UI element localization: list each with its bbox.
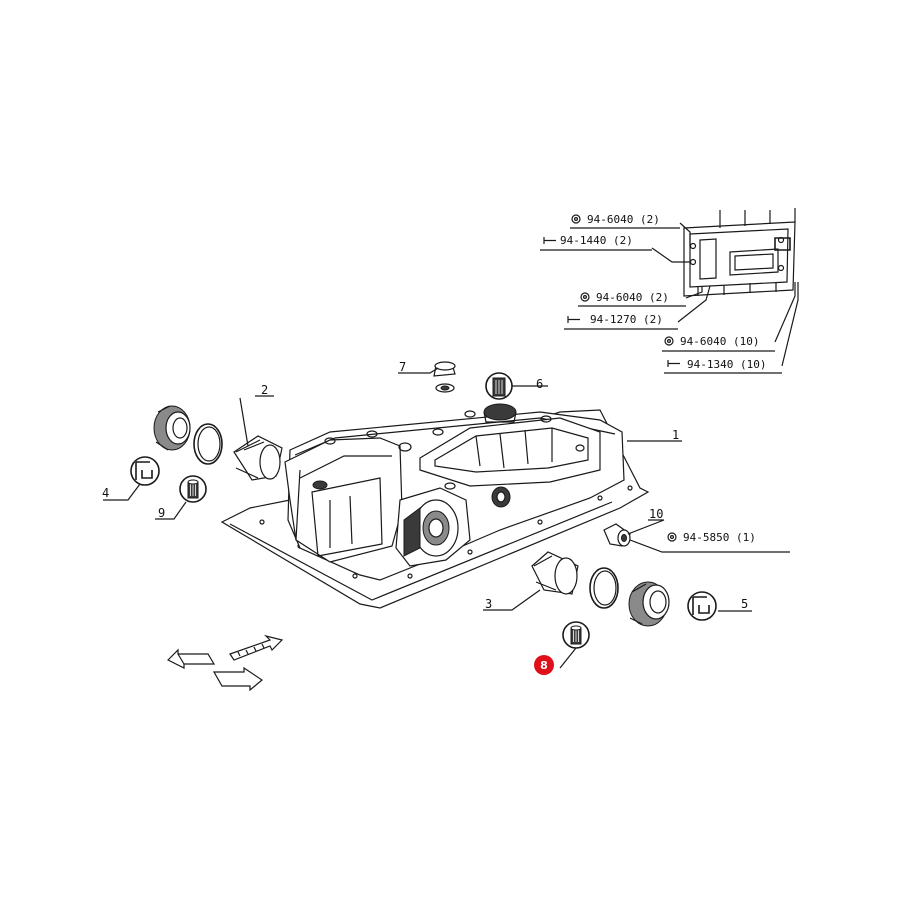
callout-9[interactable]: 9 bbox=[158, 506, 165, 520]
callout-1[interactable]: 1 bbox=[672, 428, 679, 442]
part-4-seal bbox=[153, 405, 191, 451]
o-ring-right bbox=[589, 567, 619, 609]
seal-kit-icon bbox=[135, 461, 153, 480]
grease-symbol-8 bbox=[562, 621, 590, 649]
ref-washer-c: 94-6040 (10) bbox=[664, 335, 759, 348]
ref-text: 94-5850 (1) bbox=[683, 531, 756, 544]
callout-3[interactable]: 3 bbox=[485, 597, 492, 611]
part-5-seal bbox=[628, 581, 670, 627]
callout-2[interactable]: 2 bbox=[261, 383, 268, 397]
part-3-bushing bbox=[531, 551, 579, 595]
ref-bolt-b: 94-1270 (2) bbox=[567, 313, 663, 326]
ref-washer-a: 94-6040 (2) bbox=[571, 213, 660, 226]
part-10-small-bush bbox=[603, 523, 631, 547]
grease-symbol-6 bbox=[485, 372, 513, 400]
callout-8-highlight[interactable]: 8 bbox=[534, 655, 554, 675]
bolt-icon bbox=[667, 360, 680, 367]
leader-lines bbox=[103, 367, 790, 669]
ref-text: 94-1440 (2) bbox=[560, 234, 633, 247]
washer-icon bbox=[571, 214, 581, 224]
callout-4[interactable]: 4 bbox=[102, 486, 109, 500]
washer-icon bbox=[667, 532, 677, 542]
washer-icon bbox=[580, 292, 590, 302]
part-2-bushing bbox=[233, 435, 283, 481]
seal-kit-symbol-right bbox=[687, 591, 717, 621]
direction-arrows-icon bbox=[166, 634, 284, 692]
ref-text: 94-6040 (10) bbox=[680, 335, 759, 348]
ref-washer-b: 94-6040 (2) bbox=[580, 291, 669, 304]
ref-text: 94-1270 (2) bbox=[590, 313, 663, 326]
washer-icon bbox=[664, 336, 674, 346]
ref-bolt-a: 94-1440 (2) bbox=[543, 234, 633, 247]
ref-bolt-c: 94-1340 (10) bbox=[667, 358, 766, 371]
bolt-icon bbox=[543, 237, 556, 244]
callout-6[interactable]: 6 bbox=[536, 377, 543, 391]
ref-text: 94-6040 (2) bbox=[596, 291, 669, 304]
callout-5[interactable]: 5 bbox=[741, 597, 748, 611]
part-7-plug bbox=[433, 361, 456, 393]
inset-cover-detail bbox=[683, 208, 796, 297]
ref-text: 94-6040 (2) bbox=[587, 213, 660, 226]
ref-bush-washer: 94-5850 (1) bbox=[667, 531, 756, 544]
callout-10[interactable]: 10 bbox=[649, 507, 663, 521]
callout-8[interactable]: 8 bbox=[540, 659, 548, 672]
inset-leaders bbox=[651, 222, 799, 367]
grease-symbol-9 bbox=[179, 475, 207, 503]
callout-7[interactable]: 7 bbox=[399, 360, 406, 374]
housing-cover bbox=[220, 403, 650, 609]
bolt-icon bbox=[567, 316, 580, 323]
o-ring-left bbox=[193, 423, 223, 465]
seal-kit-symbol-left bbox=[130, 456, 160, 486]
seal-kit-icon bbox=[692, 596, 710, 615]
ref-text: 94-1340 (10) bbox=[687, 358, 766, 371]
